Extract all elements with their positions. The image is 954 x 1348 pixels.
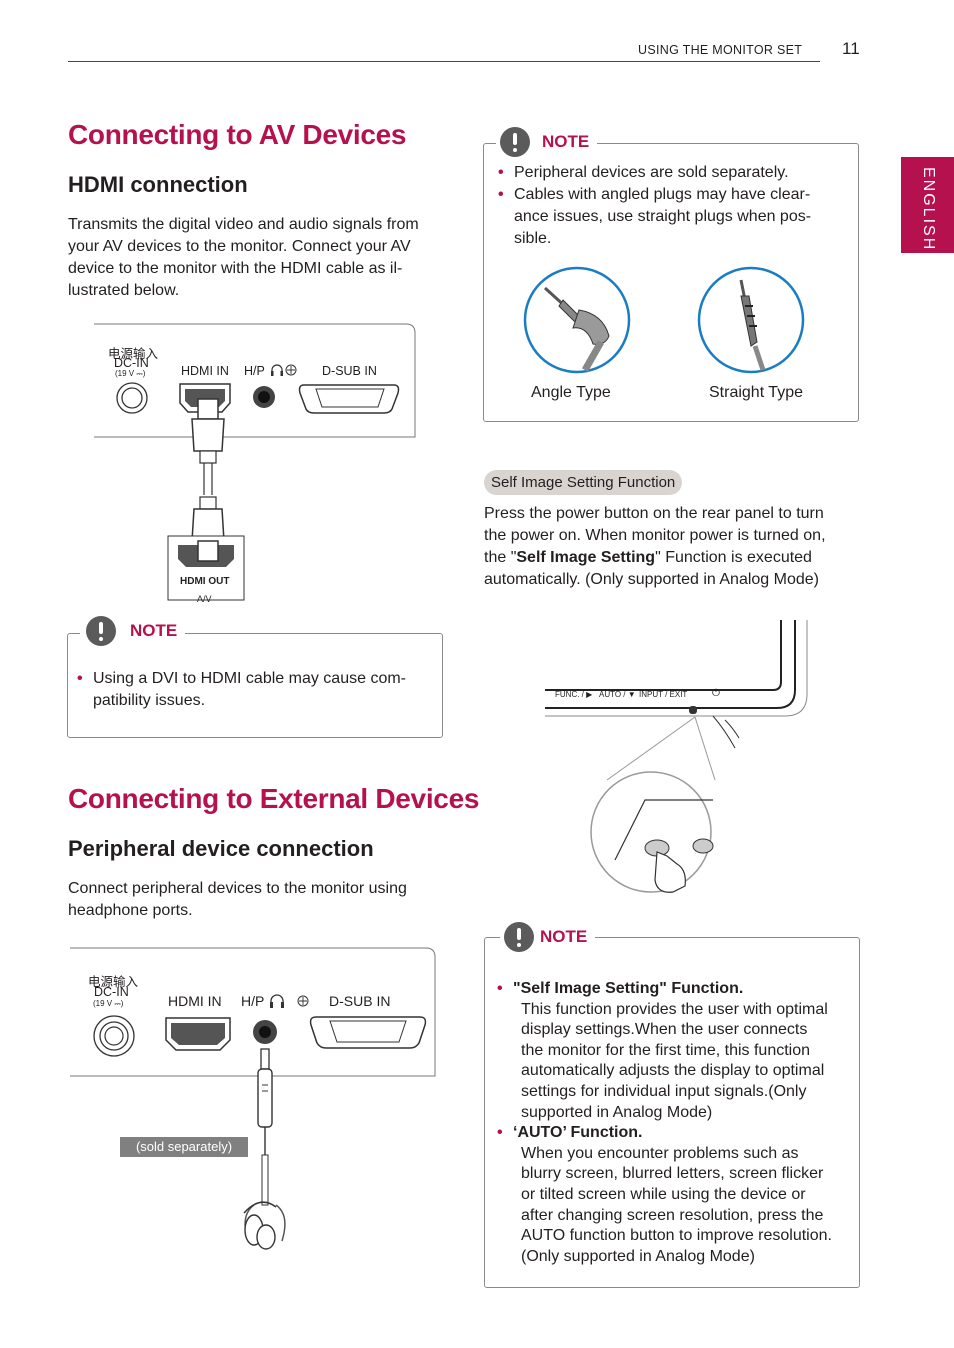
hp-label: H/P (244, 364, 265, 378)
note-list-dvi: Using a DVI to HDMI cable may cause com-… (77, 668, 427, 712)
list-item-title: "Self Image Setting" Function. (513, 980, 744, 997)
peripheral-paragraph-line: Connect peripheral devices to the monito… (68, 880, 407, 897)
auto-button-label: AUTO / ▼ (599, 690, 636, 699)
list-item-line: automatically adjusts the display to opt… (521, 1062, 825, 1080)
headphone-port-panel: 电源输入 DC-IN (19 V ⎓) HDMI IN H/P D-SUB IN (70, 947, 436, 1077)
language-tab: ENGLISH (901, 157, 954, 253)
list-item: Cables with angled plugs may have clear-… (498, 184, 843, 250)
list-item-line: This function provides the user with opt… (521, 1000, 828, 1018)
list-item-line: blurry screen, blurred letters, screen f… (521, 1165, 824, 1183)
hdmi-cable-illustration (167, 398, 245, 601)
angle-type-caption: Angle Type (531, 384, 611, 401)
list-item-line: sible. (514, 230, 552, 247)
header-rule (68, 61, 820, 62)
note-header-self-image: NOTE (500, 922, 596, 952)
self-image-line: automatically. (Only supported in Analog… (484, 571, 819, 588)
section-title-external: Connecting to External Devices (68, 783, 480, 814)
list-item-line: supported in Analog Mode) (521, 1103, 713, 1121)
hdmi-in-label: HDMI IN (168, 993, 222, 1009)
list-item-line: (Only supported in Analog Mode) (521, 1247, 755, 1265)
av-source-label: A/V (197, 594, 212, 604)
dc-rating-label: (19 V ⎓) (115, 369, 146, 378)
subheading-peripheral: Peripheral device connection (68, 836, 374, 861)
dc-in-label: DC-IN (114, 356, 149, 370)
exclamation-icon (86, 616, 116, 646)
note-list-peripheral: Peripheral devices are sold separately. … (498, 162, 843, 250)
list-item: ‘AUTO’ Function. When you encounter prob… (497, 1123, 847, 1267)
self-image-line: Press the power button on the rear panel… (484, 505, 824, 522)
exclamation-icon (500, 127, 530, 157)
self-image-line: the "Self Image Setting" Function is exe… (484, 547, 854, 569)
list-item: "Self Image Setting" Function. This func… (497, 979, 847, 1123)
note-header-dvi: NOTE (80, 616, 186, 646)
headphone-cable-illustration (243, 1048, 286, 1250)
func-button-label: FUNC. / ▶ (555, 690, 593, 699)
exclamation-icon (504, 922, 534, 952)
list-item-line: settings for individual input signals.(O… (521, 1082, 807, 1100)
straight-plug-illustration (697, 266, 805, 374)
hdmi-out-label: HDMI OUT (180, 576, 230, 587)
page-number: 11 (842, 39, 860, 58)
angle-plug-illustration (523, 266, 631, 374)
list-item-line: after changing screen resolution, press … (521, 1206, 824, 1224)
list-item-line: or tilted screen while using the device … (521, 1185, 806, 1203)
dc-in-label: DC-IN (94, 985, 129, 999)
note-box-self-image (484, 937, 860, 1288)
list-item: Using a DVI to HDMI cable may cause com-… (77, 668, 427, 712)
peripheral-paragraph: Connect peripheral devices to the monito… (68, 878, 448, 922)
self-image-paragraph: Press the power button on the rear panel… (484, 503, 854, 591)
note-list-self-image: "Self Image Setting" Function. This func… (497, 979, 847, 1267)
power-input-cn-label: 电源输入 (88, 975, 139, 989)
dsub-in-label: D-SUB IN (329, 993, 391, 1009)
straight-type-caption: Straight Type (709, 384, 803, 401)
section-pill-self-image: Self Image Setting Function (484, 470, 683, 495)
hdmi-paragraph-line: Transmits the digital video and audio si… (68, 216, 419, 233)
section-title-av: Connecting to AV Devices (68, 119, 407, 150)
hdmi-paragraph-line: device to the monitor with the HDMI cabl… (68, 260, 403, 277)
list-item-line: patibility issues. (93, 692, 206, 709)
sold-separately-tag: (sold separately) (120, 1137, 248, 1157)
note-box-dvi (67, 633, 443, 738)
list-item-line: display settings.When the user connects (521, 1021, 808, 1039)
list-item-line: AUTO function button to improve resoluti… (521, 1227, 832, 1245)
hp-label: H/P (241, 993, 265, 1009)
list-item-line: Peripheral devices are sold separately. (514, 164, 789, 181)
port-panel-frame (70, 947, 436, 1077)
dc-rating-label: (19 V ⎓) (93, 999, 124, 1008)
dsub-in-label: D-SUB IN (322, 364, 377, 378)
list-item-line: Cables with angled plugs may have clear- (514, 186, 811, 203)
note-label: NOTE (542, 132, 590, 151)
input-button-label: INPUT / EXIT (639, 690, 688, 699)
subheading-hdmi: HDMI connection (68, 172, 248, 197)
headphone-and-ground-icons (270, 993, 310, 1009)
note-label: NOTE (540, 927, 588, 946)
text-run: the " (484, 549, 517, 566)
note-label: NOTE (130, 621, 178, 640)
hdmi-paragraph-line: your AV devices to the monitor. Connect … (68, 238, 411, 255)
language-tab-label: ENGLISH (920, 167, 937, 252)
list-item-line: the monitor for the first time, this fun… (521, 1041, 811, 1059)
power-input-cn-label: 电源输入 (108, 347, 159, 361)
hdmi-paragraph: Transmits the digital video and audio si… (68, 214, 448, 302)
text-run-bold: Self Image Setting (516, 549, 656, 566)
monitor-button-illustration (545, 620, 808, 893)
list-item-line: When you encounter problems such as (521, 1144, 799, 1162)
running-header: USING THE MONITOR SET (638, 43, 803, 57)
note-header-peripheral: NOTE (496, 127, 598, 157)
hdmi-paragraph-line: lustrated below. (68, 282, 180, 299)
self-image-line: the power on. When monitor power is turn… (484, 527, 826, 544)
text-run: " Function is executed (655, 549, 812, 566)
list-item-line: ance issues, use straight plugs when pos… (514, 208, 812, 225)
list-item: Peripheral devices are sold separately. (498, 162, 843, 184)
peripheral-paragraph-line: headphone ports. (68, 902, 193, 919)
hdmi-in-label: HDMI IN (181, 364, 229, 378)
headphone-and-ground-icons (271, 363, 297, 377)
list-item-line: Using a DVI to HDMI cable may cause com- (93, 670, 406, 687)
list-item-title: ‘AUTO’ Function. (513, 1124, 643, 1142)
note-box-peripheral (483, 143, 859, 422)
power-icon: ⏻ (712, 688, 720, 699)
